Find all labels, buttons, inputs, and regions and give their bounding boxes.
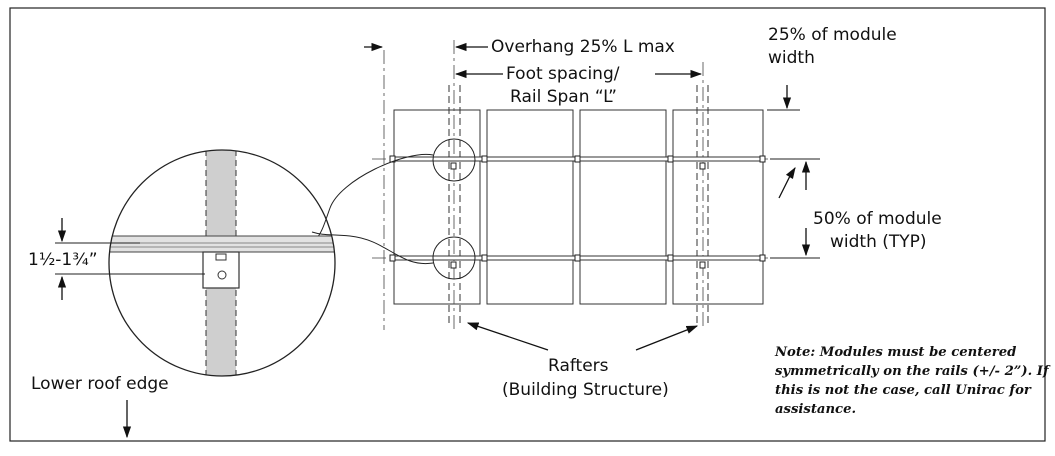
rafters (448, 85, 709, 325)
quarter-width-label: 25% of module (768, 25, 897, 45)
note-text: Modules must be centered symmetrically o… (775, 345, 1049, 417)
rafters-label-2: (Building Structure) (502, 380, 669, 400)
half-width-label: 50% of module (813, 209, 942, 229)
note-box: Note: Modules must be centered symmetric… (775, 343, 1050, 419)
lower-roof-edge-label: Lower roof edge (31, 374, 169, 394)
detail-callout-lower (432, 236, 476, 280)
quarter-width-label-2: width (768, 48, 815, 68)
rafters-label: Rafters (548, 356, 609, 376)
rail-clamps (389, 155, 766, 269)
overhang-label: Overhang 25% L max (491, 37, 675, 57)
solar-modules (393, 109, 764, 305)
diagram-border (9, 7, 1046, 442)
module (672, 109, 764, 305)
foot-spacing-label: Foot spacing/ (506, 64, 620, 84)
detail-callout-upper (432, 138, 476, 182)
rail-span-label: Rail Span “L” (510, 87, 617, 107)
rail-height-label: 1½-1¾” (28, 250, 98, 270)
module (486, 109, 574, 305)
note-lead: Note: (775, 345, 816, 360)
half-width-label-2: width (TYP) (830, 232, 927, 252)
detail-view (109, 150, 335, 376)
module (579, 109, 667, 305)
detail-leader (311, 231, 434, 265)
